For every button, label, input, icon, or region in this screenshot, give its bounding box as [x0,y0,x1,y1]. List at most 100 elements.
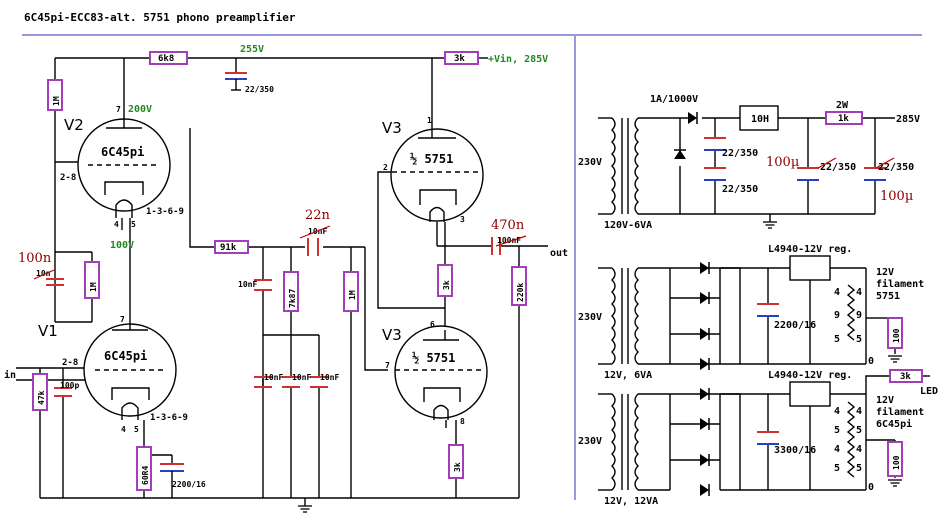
hv-cap-3-label: 22/350 [820,162,856,173]
cap-2200-5751 [757,303,779,317]
resistor-91k-label: 91k [220,243,237,253]
psu-5751-section: L4940-12V reg. 2200/16 230V 12V, 6VA 4 4… [578,244,924,381]
cap-10nf-b-label: 10nF [264,373,283,382]
resistor-3k-led-label: 3k [900,372,911,382]
resistor-1m-mid-label: 1M [348,290,357,300]
hv-cap-1-label: 22/350 [722,148,758,159]
hv-output-voltage: 285V [896,114,920,125]
cap-10nf-c-label: 10nF [292,373,311,382]
resistor-47k-label: 47k [37,390,46,405]
fil-6c45-pin-4d: 4 [856,444,862,455]
resistor-3k-top [444,51,479,65]
psu-hv-section: 10H 1k 2W 285V 230V 120V-6VA 1A/1000V 22… [578,94,920,231]
fil-6c45-word: filament [876,406,924,418]
cap-2200-16-label: 2200/16 [172,480,206,489]
tube-v3a-pin-plate: 1 [427,116,432,125]
reg-6c45-label: L4940-12V reg. [768,370,852,381]
tube-v3a-name: V3 [382,119,402,137]
tube-v3b-pin-plate: 6 [430,320,435,329]
note-100u-a: 100µ [766,155,799,170]
cap-10nf-a-label: 10nF [238,280,257,289]
resistor-7k87 [283,271,299,312]
fil-6c45-pin-4a: 4 [834,406,840,417]
tube-v2-pin-heater-b: 5 [131,220,136,229]
cap-3300-6c45-label: 3300/16 [774,445,816,456]
fil-5751-coil [846,284,856,341]
fil-6c45-voltage: 12V [876,395,894,406]
cap-100nf-coupling [491,237,501,255]
resistor-1m-top-label: 1M [52,96,61,106]
tube-v3a-pin-grid: 2 [383,163,388,172]
cap-22-350 [225,72,247,91]
cap-2200-16 [160,463,184,480]
note-100n: 100n [18,251,52,266]
tube-v3b-type: ½ 5751 [412,351,455,365]
hv-mains: 230V [578,157,602,168]
cap-100p [54,387,72,397]
tube-v2-name: V2 [64,116,84,134]
resistor-100-5751 [887,317,903,349]
cap-10nf-a [254,279,272,291]
voltage-100v: 100V [110,240,134,251]
tube-v3b-pin-grid: 7 [385,361,390,370]
resistor-100-6c45 [887,441,903,477]
resistor-1m-mid [343,271,359,312]
tube-v2-pin-plate: 7 [116,105,121,114]
tube-v2-pin-grid: 2-8 [60,173,76,183]
resistor-1k [825,111,863,125]
output-label: out [550,248,568,259]
resistor-91k [214,240,249,254]
page-title: 6C45pi-ECC83-alt. 5751 phono preamplifie… [24,11,296,24]
fil-6c45-pin-5b: 5 [856,425,862,436]
tube-v1-pin-grid: 2-8 [62,358,78,368]
tube-v3b [394,325,488,420]
tube-v1 [83,315,177,420]
cap-10n-left [46,278,64,286]
resistor-220k [511,266,527,306]
resistor-100-6c45-label: 100 [892,455,901,470]
fil-5751-tube: 5751 [876,291,900,302]
cap-10n-strike [33,269,55,280]
tube-v3a-type: ½ 5751 [410,152,453,166]
tube-v1-pin-cathode: 1-3-6-9 [150,413,188,423]
tube-v1-name: V1 [38,322,58,340]
tube-v2-pin-heater-a: 4 [114,220,119,229]
hv-cap-4-label: 22/350 [878,162,914,173]
psu-6c45-section: L4940-12V reg. 3300/16 230V 12V, 12VA 4 … [578,369,938,507]
fil-5751-word: filament [876,278,924,290]
frame [22,34,922,500]
tube-v2-type: 6C45pi [101,145,144,159]
fil-5751-pin-4b: 4 [856,287,862,298]
cap-10n-label: 10n [36,269,51,278]
fil-6c45-tube: 6C45pi [876,418,912,430]
resistor-6k8 [149,51,188,65]
tube-v1-pin-heater-b: 5 [134,425,139,434]
resistor-1m-left [84,261,100,299]
hv-secondary: 120V-6VA [604,220,652,231]
cap-3300-6c45 [757,431,779,445]
note-22n: 22n [305,208,331,223]
fil-5751-voltage: 12V [876,267,894,278]
input-label: in [4,369,16,381]
voltage-255v: 255V [240,44,264,55]
note-100u-b: 100µ [880,189,913,204]
tube-v1-pin-plate: 7 [120,315,125,324]
amplifier-section: 6k8 3k 1M 91k 1M 7k87 1M 3k 220k 47k 60R… [4,44,568,513]
choke-10h-label: 10H [751,114,769,125]
resistor-60r4-label: 60R4 [141,466,150,485]
choke-10h [739,105,779,131]
cap-10nf-trio [254,376,328,388]
hv-cap-4-strike [875,157,895,169]
hv-diode-rating: 1A/1000V [650,94,698,105]
resistor-1k-label: 1k [838,114,849,124]
led-label: LED [920,386,938,397]
fil-6c45-pin-5d: 5 [856,463,862,474]
resistor-1m-top [47,79,63,111]
resistor-7k87-label: 7k87 [288,289,297,308]
resistor-3k-bot-label: 3k [453,462,462,472]
fil-5751-pin-5a: 5 [834,334,840,345]
psu-5751-secondary: 12V, 6VA [604,370,652,381]
reg-6c45 [789,381,831,407]
fil-5751-pin-9: 9 [834,310,840,321]
